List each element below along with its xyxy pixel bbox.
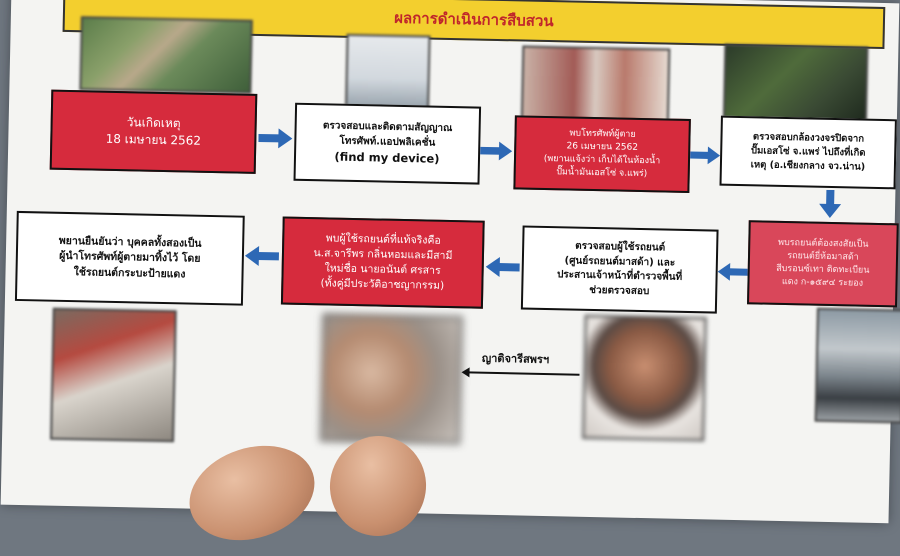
phone-found-box: พบโทรศัพท์ผู้ตาย 26 เมษายน 2562 (พยานแจ้… xyxy=(513,115,691,193)
arrow-right-icon xyxy=(480,141,513,161)
vehicle-line-4: แดง ก-๑๕๙๔ ระยอง xyxy=(781,277,864,289)
arrow-right-icon xyxy=(690,146,721,165)
found-phone-photo xyxy=(520,45,671,125)
car-owner-check-box: ตรวจสอบผู้ใช้รถยนต์ (ศูนย์รถยนต์มาสด้า) … xyxy=(520,225,719,314)
arrow-right-icon xyxy=(258,128,293,149)
suspect-line-4: (ทั้งคู่มีประวัติอาชญากรรม) xyxy=(320,277,445,293)
document-sheet: ผลการดำเนินการสืบสวน วันเกิดเหตุ 18 เมษา… xyxy=(0,0,900,524)
aerial-scene-photo xyxy=(79,16,253,94)
arrow-left-icon xyxy=(461,367,580,378)
phone-tracking-line-3: (find my device) xyxy=(334,149,440,166)
suspect-identified-box: พบผู้ใช้รถยนต์ที่แท้จริงคือ น.ส.จารีพร ก… xyxy=(280,216,485,309)
suspects-couple-photo xyxy=(320,313,463,445)
cctv-check-line-3: เหตุ (อ.เชียงกลาง จว.น่าน) xyxy=(750,159,866,173)
arrow-down-icon xyxy=(819,189,842,218)
suspect-vehicle-box: พบรถยนต์ต้องสงสัยเป็น รถยนต์ยี่ห้อมาสด้า… xyxy=(747,220,899,308)
car-owner-line-3: ประสานเจ้าหน้าที่ตำรวจพื้นที่ xyxy=(556,269,683,283)
phone-tracking-box: ตรวจสอบและติดตามสัญญาณ โทรศัพท์.แอปพลิเค… xyxy=(293,102,482,185)
witness-statement-box: พยานยืนยันว่า บุคคลทั้งสองเป็น ผู้นำโทรศ… xyxy=(14,210,245,306)
incident-date-label: วันเกิดเหตุ xyxy=(126,114,181,130)
witness-cctv-photo xyxy=(50,307,177,443)
cctv-check-box: ตรวจสอบกล้องวงจรปิดจาก ปั๊มเอสโซ่ จ.แพร่… xyxy=(719,115,897,190)
arrow-left-icon xyxy=(485,257,520,278)
witness-line-3: ใช้รถยนต์กระบะป้ายแดง xyxy=(73,265,186,281)
phone-map-screenshot xyxy=(345,33,431,110)
incident-date-box: วันเกิดเหตุ 18 เมษายน 2562 xyxy=(49,89,258,174)
incident-date-value: 18 เมษายน 2562 xyxy=(105,131,202,148)
cctv-map-photo xyxy=(722,43,869,123)
car-owner-line-4: ช่วยตรวจสอบ xyxy=(589,284,650,297)
arrow-left-icon xyxy=(244,246,279,266)
phone-found-line-4: ปั๊มน้ำมันเอสโซ่ จ.แพร่) xyxy=(556,167,648,180)
relative-portrait-photo xyxy=(582,314,707,442)
relation-label: ญาติจารีสพรฯ xyxy=(481,351,550,367)
arrow-left-icon xyxy=(717,263,748,281)
suspect-car-photo xyxy=(814,307,900,424)
